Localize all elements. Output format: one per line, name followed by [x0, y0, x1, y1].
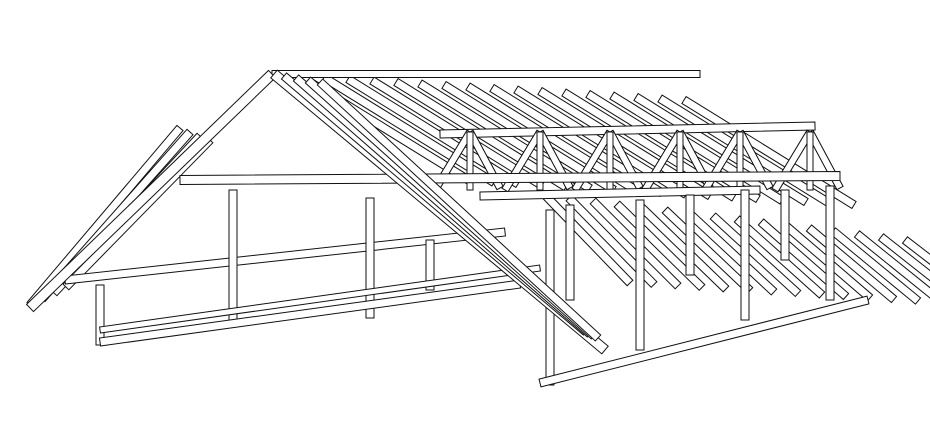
frame-post	[228, 189, 238, 321]
frame-post	[425, 239, 435, 291]
tie-beam	[479, 185, 761, 201]
right-slope-rafter	[901, 236, 930, 265]
sill-beam-right	[538, 295, 870, 388]
frame-post	[685, 194, 695, 276]
right-slope-rafter	[877, 233, 930, 282]
upper-purlin	[439, 121, 816, 139]
left-hip-rafter	[26, 124, 184, 309]
right-slope-rafter	[853, 230, 930, 299]
rail-left	[99, 264, 541, 334]
frame-post	[635, 199, 645, 351]
ridge-beam	[271, 70, 701, 78]
frame-post	[365, 197, 375, 319]
sill-beam-left	[98, 279, 522, 347]
frame-post	[825, 185, 835, 301]
frame-post	[565, 204, 575, 301]
right-slope-rafter	[709, 212, 802, 298]
right-slope-rafter	[733, 215, 826, 299]
frame-post	[780, 189, 790, 261]
king-post	[806, 131, 814, 191]
gable-rafter-left	[25, 69, 277, 313]
collar-tie-beam	[179, 170, 841, 186]
frame-post	[95, 284, 105, 346]
gable-rafter-pair	[316, 78, 602, 342]
right-slope-rafter	[661, 206, 754, 295]
eaves-plate-left	[64, 227, 506, 285]
frame-post	[740, 189, 750, 321]
